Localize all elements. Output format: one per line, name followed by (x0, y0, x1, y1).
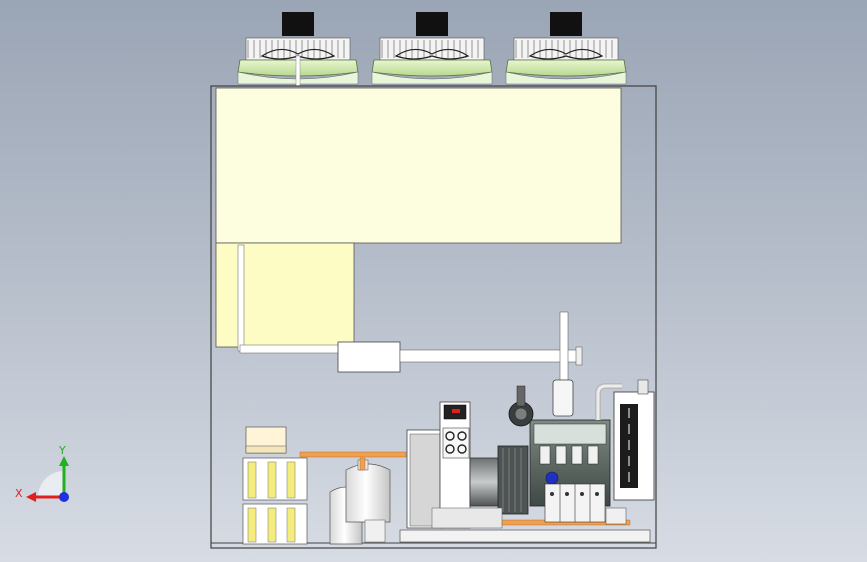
muffler-box[interactable] (337, 341, 401, 373)
engine-manifold (539, 445, 599, 465)
fan-guard-grille (381, 40, 479, 58)
exhaust-pipe-flange (575, 346, 583, 366)
enclosure-frame[interactable] (210, 85, 657, 549)
flywheel-housing (497, 445, 529, 515)
exhaust-pipe-horizontal (399, 349, 581, 363)
y-axis-label: Y (58, 444, 66, 457)
fan-base-ring (371, 71, 493, 85)
fan-blades (260, 48, 336, 60)
gauge-dials (445, 431, 467, 454)
genset-mount-left (431, 507, 503, 529)
fan-guard (513, 37, 619, 61)
fan-blades (528, 48, 604, 60)
air-duct-panel[interactable] (215, 242, 355, 348)
coolant-hose-highlight (596, 384, 622, 420)
display-indicator (452, 409, 460, 413)
fan-shroud (371, 59, 493, 77)
fan-guard (379, 37, 485, 61)
battery-cells-upper (247, 461, 296, 499)
radiator-cap (637, 379, 649, 395)
exhaust-flex-joint (552, 379, 574, 417)
battery-cells-lower (247, 507, 296, 543)
fan-assembly-3[interactable] (505, 12, 627, 85)
fan-mount-post (295, 55, 301, 87)
vertical-duct-pipe (237, 244, 245, 352)
fan-guard-grille (247, 40, 345, 58)
genset-base-skid[interactable] (399, 529, 651, 543)
tank-stand (364, 519, 386, 543)
control-cabinet-lid (245, 445, 287, 454)
flywheel-ribs (502, 448, 522, 512)
fan-motor-cap (416, 12, 448, 36)
fuel-tank-large[interactable] (345, 463, 391, 523)
engine-mount-bolts (550, 492, 599, 496)
z-axis-origin (59, 492, 69, 502)
fan-motor-cap (550, 12, 582, 36)
fuel-filter-icon (545, 471, 559, 485)
y-axis-arrow (59, 456, 69, 466)
fan-assembly-2[interactable] (371, 12, 493, 85)
engine-valve-cover (533, 423, 607, 445)
alternator-control-box[interactable] (439, 401, 471, 529)
condenser-coil[interactable] (215, 87, 622, 244)
fan-base-ring (237, 71, 359, 85)
fan-motor-cap (282, 12, 314, 36)
fan-base-ring (505, 71, 627, 85)
fan-blades (394, 48, 470, 60)
air-intake-pipe (516, 385, 526, 407)
x-axis-arrow (26, 492, 36, 502)
fuel-line-upper (299, 451, 407, 458)
x-axis-label: X (15, 487, 23, 500)
fan-shroud (505, 59, 627, 77)
fuel-line-drop (359, 457, 366, 471)
coordinate-triad[interactable]: Y X (15, 444, 69, 502)
engine-mount-right (605, 507, 627, 525)
horizontal-duct-pipe (239, 344, 341, 354)
fan-assembly-1[interactable] (237, 12, 359, 87)
triad-plane (38, 471, 64, 497)
exhaust-pipe-vertical (559, 311, 569, 381)
sump-dividers (559, 484, 591, 522)
air-filter-cap (514, 407, 528, 421)
